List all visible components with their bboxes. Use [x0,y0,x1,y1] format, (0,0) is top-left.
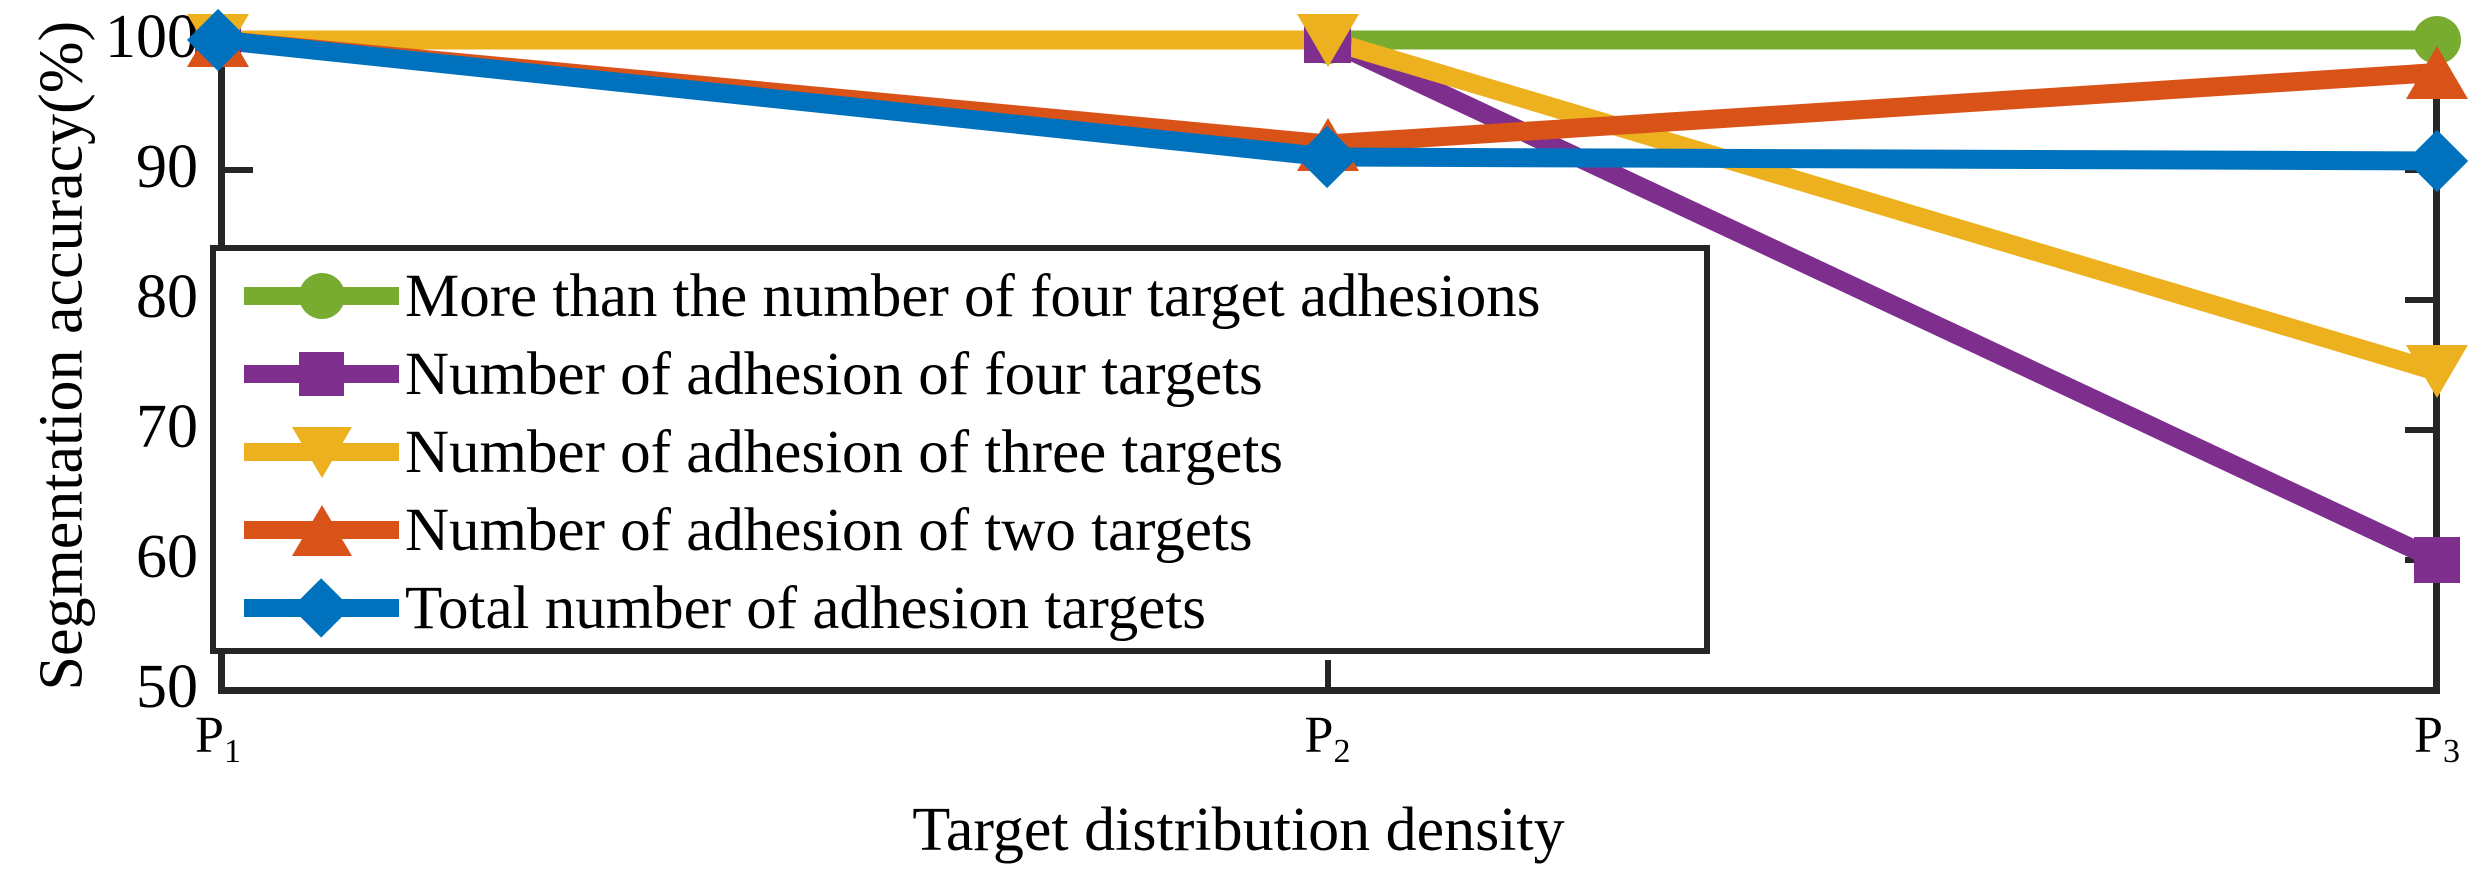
series-line-3 [217,30,2438,154]
y-tick-right [2405,297,2433,303]
x-tick-label: P2 [1305,706,1351,771]
legend-item-3[interactable]: Number of adhesion of two targets [244,491,1253,569]
legend-marker-circle-icon [244,257,399,335]
legend-item-4[interactable]: Total number of adhesion targets [244,569,1206,647]
legend-marker-triangle-down-icon [244,413,399,491]
legend-label: Number of adhesion of four targets [405,340,1263,408]
y-tick-label: 90 [136,133,198,201]
y-tick-label: 100 [105,3,198,71]
y-tick-label: 50 [136,653,198,721]
legend-label: More than the number of four target adhe… [405,262,1541,330]
x-tick-label-subscript: 3 [2442,733,2460,771]
y-tick-left [225,167,253,173]
y-tick-right [2405,427,2433,433]
x-tick-label-base: P [1304,707,1334,764]
legend-marker-diamond-icon [244,569,399,647]
y-tick-label: 70 [136,393,198,461]
legend-marker-triangle-up-icon [244,491,399,569]
x-tick-label: P1 [195,706,241,771]
legend-marker-square-icon [244,335,399,413]
legend-label: Number of adhesion of two targets [405,496,1253,564]
x-tick-label-base: P [195,707,224,764]
y-tick-label: 60 [136,523,198,591]
legend-item-2[interactable]: Number of adhesion of three targets [244,413,1283,491]
x-tick-label: P3 [2414,706,2460,771]
legend-item-0[interactable]: More than the number of four target adhe… [244,257,1541,335]
x-tick-label-base: P [2414,707,2443,764]
x-axis-line [218,687,2440,694]
chart-legend: More than the number of four target adhe… [210,245,1710,654]
x-tick [1324,660,1331,688]
legend-label: Number of adhesion of three targets [405,418,1284,486]
y-tick-label: 80 [136,263,198,331]
legend-item-1[interactable]: Number of adhesion of four targets [244,335,1263,413]
x-tick-label-subscript: 1 [223,733,241,771]
x-tick-label-subscript: 2 [1333,733,1351,771]
x-axis-title: Target distribution density [912,796,1565,864]
legend-label: Total number of adhesion targets [405,574,1206,642]
